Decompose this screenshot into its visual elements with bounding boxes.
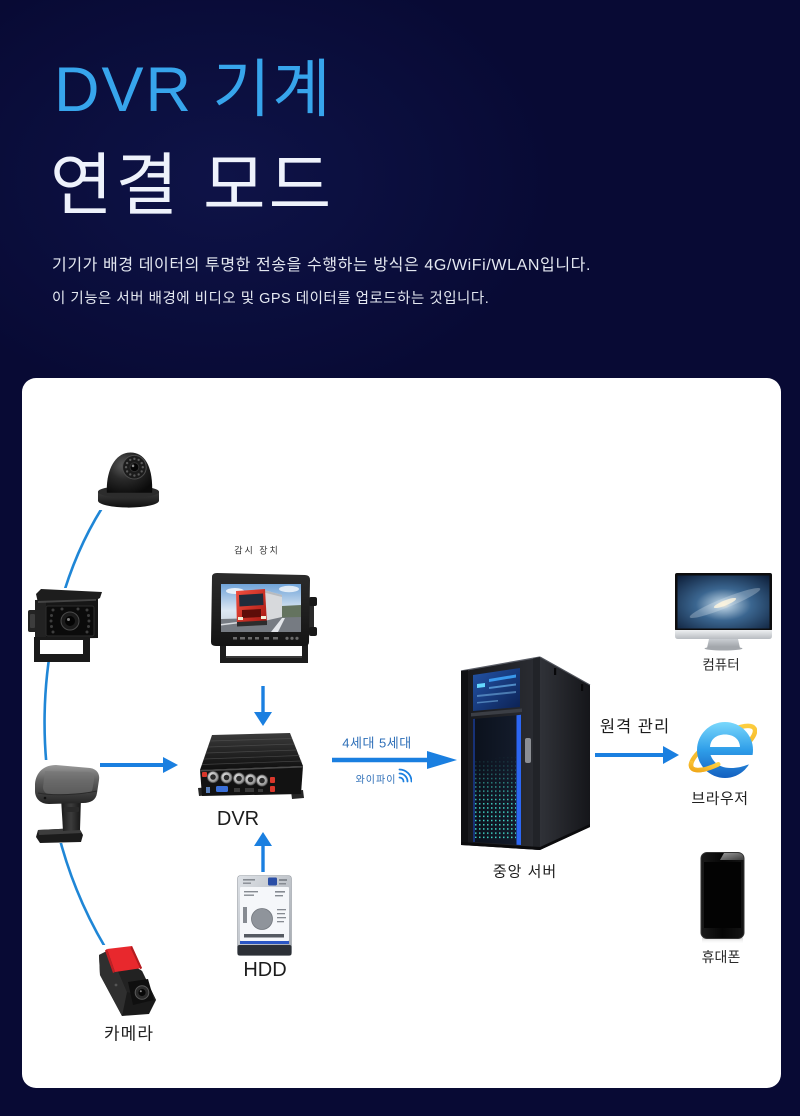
arrow-head xyxy=(254,832,272,846)
wifi-arc-small xyxy=(398,776,405,783)
dvr-camera-connectors xyxy=(206,771,269,787)
wifi-signal-icon xyxy=(398,768,412,783)
computer-label: 컴퓨터 xyxy=(702,657,740,673)
arrow-server-to-clients xyxy=(595,746,679,764)
dvr-top-cover xyxy=(200,733,303,770)
rear-camera-side-knob xyxy=(28,610,37,632)
connector-layer xyxy=(43,507,679,948)
description-line-2: 이 기능은 서버 배경에 비디오 및 GPS 데이터를 업로드하는 것입니다. xyxy=(52,291,490,307)
dvr-recorder-icon xyxy=(198,733,304,799)
dome-camera-icon xyxy=(97,452,160,508)
phone-screen xyxy=(704,862,741,928)
server-cabinet-icon xyxy=(460,656,591,850)
arrow-head xyxy=(163,757,178,773)
in-car-camera xyxy=(33,760,100,843)
hdd-connector-edge xyxy=(237,945,292,956)
rear-camera-bracket xyxy=(34,637,90,662)
hdd-label-print xyxy=(243,879,287,923)
dvr-io-ports xyxy=(206,786,263,793)
arrow-head xyxy=(254,712,272,726)
rear-camera-lens xyxy=(45,605,95,637)
dvr-red-ports xyxy=(202,772,275,792)
server-base xyxy=(461,824,590,850)
browser-label: 브라우저 xyxy=(691,790,749,808)
server-status-screen xyxy=(473,668,520,711)
dome-camera-lens xyxy=(122,454,147,480)
client-phone xyxy=(700,852,745,944)
hdd-barcode xyxy=(244,934,284,938)
computer-screen xyxy=(677,575,770,629)
monitor-bracket xyxy=(220,636,308,663)
phone-label: 휴대폰 xyxy=(701,949,741,965)
wifi-arc-large xyxy=(398,768,412,783)
monitor-icon xyxy=(211,573,317,663)
hdd-label: HDD xyxy=(243,959,287,981)
diagram-card: 카메라 감시 장치 xyxy=(22,378,781,1088)
rear-camera-icon xyxy=(28,589,102,662)
hdd-platter-mark xyxy=(251,908,273,930)
dashcam-icon xyxy=(99,946,156,1016)
in-car-camera-icon xyxy=(35,765,100,843)
hard-drive xyxy=(237,875,292,957)
wifi-label: 와이파이 xyxy=(355,775,397,786)
arrow-hdd-to-dvr xyxy=(254,832,272,872)
remote-management-label: 원격 관리 xyxy=(599,717,671,736)
hard-drive-icon xyxy=(237,875,292,956)
monitor xyxy=(207,572,318,665)
browser-e-letter xyxy=(697,722,757,778)
arrow-cameras-to-dvr xyxy=(100,757,178,773)
dashcam-lens xyxy=(114,979,154,1005)
monitor-buttons xyxy=(233,636,299,640)
camera-label: 카메라 xyxy=(104,1024,154,1044)
wifi-arc-medium xyxy=(398,772,409,783)
server-label: 중앙 서버 xyxy=(492,863,558,881)
client-computer xyxy=(675,573,772,651)
monitor-label: 감시 장치 xyxy=(234,545,280,556)
dome-camera xyxy=(97,450,160,510)
dvr-recorder xyxy=(198,733,304,802)
camera-chain-cable xyxy=(43,507,107,948)
arrow-head xyxy=(427,751,457,769)
phone-reflection xyxy=(702,938,743,944)
client-browser xyxy=(685,713,757,781)
dashcam-adhesive-pad xyxy=(105,946,142,973)
rear-camera-sunshade xyxy=(36,589,102,603)
server-side-panel xyxy=(539,656,591,850)
rear-view-camera xyxy=(28,588,102,662)
in-car-camera-base xyxy=(36,828,83,843)
computer-foot xyxy=(704,646,743,651)
arrow-monitor-to-dvr xyxy=(254,686,272,726)
server-glass-door xyxy=(473,714,521,845)
network-label: 4세대 5세대 xyxy=(342,735,412,751)
mobile-phone-icon xyxy=(700,852,745,944)
dvr-label: DVR xyxy=(216,808,260,830)
title-accent: DVR 기계 xyxy=(54,55,333,125)
description-line-1: 기기가 배경 데이터의 투명한 전송을 수행하는 방식은 4G/WiFi/WLA… xyxy=(52,257,592,274)
server-divider xyxy=(471,708,522,717)
monitor-screen xyxy=(221,584,301,632)
truck-image xyxy=(236,589,282,627)
dash-camera xyxy=(96,945,158,1018)
server-door-handle xyxy=(525,738,531,763)
phone-gloss xyxy=(720,853,744,860)
title-main: 연결 모드 xyxy=(50,148,335,224)
arrow-head xyxy=(663,746,679,764)
central-server xyxy=(458,655,592,852)
computer-stand xyxy=(707,639,740,648)
desktop-computer-icon xyxy=(675,573,772,651)
hdd-blue-stripe xyxy=(240,941,289,944)
in-car-camera-stand xyxy=(61,797,81,831)
web-browser-icon xyxy=(688,722,757,778)
browser-orbit-front xyxy=(688,760,721,773)
arrow-dvr-to-server xyxy=(332,751,457,769)
computer-chin xyxy=(675,630,772,639)
in-car-camera-head xyxy=(35,765,100,804)
